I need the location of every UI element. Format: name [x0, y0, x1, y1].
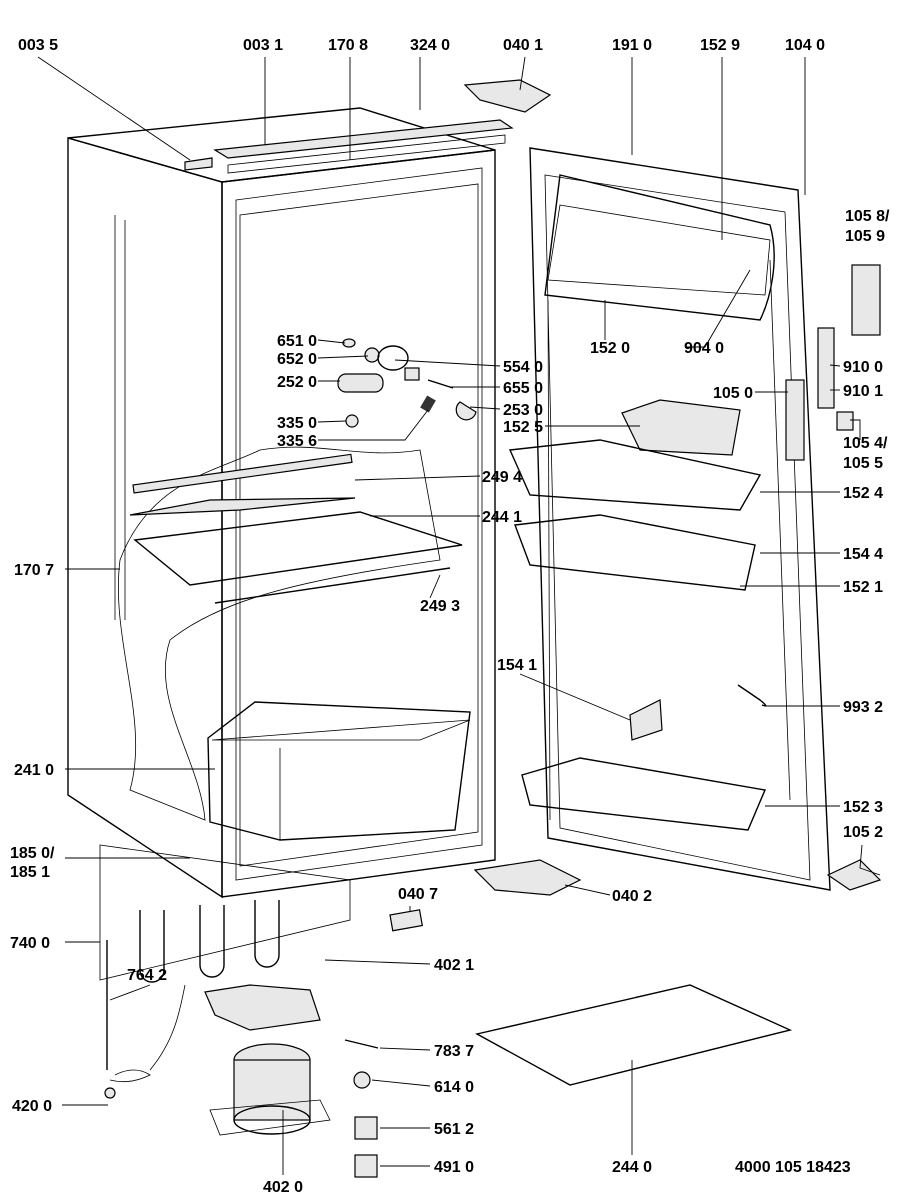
- leader-line: [850, 419, 861, 440]
- door: [508, 147, 831, 891]
- part-label: 253 0: [503, 402, 543, 419]
- part-label: 040 7: [398, 886, 438, 903]
- part-label: 105 0: [713, 385, 753, 402]
- part-label: 420 0: [12, 1098, 52, 1115]
- part-label: 651 0: [277, 333, 317, 350]
- part-label: 185 1: [10, 864, 50, 881]
- part-label: 655 0: [503, 380, 543, 397]
- leader-line: [519, 56, 526, 91]
- part-label: 241 0: [14, 762, 54, 779]
- part-label: 904 0: [684, 340, 724, 357]
- part-label: 154 1: [497, 657, 537, 674]
- leader-line: [109, 984, 151, 1001]
- drawing-number: 4000 105 18423: [735, 1159, 851, 1176]
- part-label: 244 0: [612, 1159, 652, 1176]
- part-label: 170 8: [328, 37, 368, 54]
- part-label: 244 1: [482, 509, 522, 526]
- part-label: 105 2: [843, 824, 883, 841]
- part-label: 003 5: [18, 37, 58, 54]
- part-label: 105 9: [845, 228, 885, 245]
- crisper-drawer: [207, 701, 471, 841]
- part-label: 993 2: [843, 699, 883, 716]
- top-rail: [184, 119, 514, 174]
- leader-line: [469, 406, 501, 410]
- part-label: 185 0/: [10, 845, 55, 862]
- part-label: 154 4: [843, 546, 883, 563]
- part-label: 252 0: [277, 374, 317, 391]
- leader-line: [317, 420, 347, 423]
- part-label: 170 7: [14, 562, 54, 579]
- leader-line: [394, 359, 501, 367]
- part-label: 554 0: [503, 359, 543, 376]
- part-labels: 003 5 003 1 170 8 324 0 040 1 191 0 152 9 104 0…: [10, 37, 890, 1196]
- part-label: 249 3: [420, 598, 460, 615]
- part-label: 152 3: [843, 799, 883, 816]
- part-label: 335 6: [277, 433, 317, 450]
- part-label: 105 8/: [845, 208, 890, 225]
- part-label: 614 0: [434, 1079, 474, 1096]
- part-label: 783 7: [434, 1043, 474, 1060]
- part-label: 191 0: [612, 37, 652, 54]
- part-label: 040 1: [503, 37, 543, 54]
- leader-line: [519, 673, 631, 721]
- leader-line: [564, 884, 611, 896]
- leader-line: [37, 56, 191, 161]
- part-label: 152 1: [843, 579, 883, 596]
- part-label: 652 0: [277, 351, 317, 368]
- leader-line: [371, 1079, 431, 1087]
- part-label: 152 9: [700, 37, 740, 54]
- leader-line: [429, 574, 441, 599]
- part-label: 764 2: [127, 967, 167, 984]
- part-label: 152 5: [503, 419, 543, 436]
- leader-line: [685, 269, 751, 348]
- leader-line: [859, 844, 881, 876]
- part-label: 105 4/: [843, 435, 888, 452]
- part-label: 402 0: [263, 1179, 303, 1196]
- part-label: 152 0: [590, 340, 630, 357]
- part-label: 003 1: [243, 37, 283, 54]
- part-label: 324 0: [410, 37, 450, 54]
- leader-line: [318, 409, 429, 441]
- lamp-assembly: [337, 338, 477, 428]
- leader-line: [317, 339, 346, 344]
- cabinet: [67, 107, 496, 899]
- part-label: 491 0: [434, 1159, 474, 1176]
- part-label: 402 1: [434, 957, 474, 974]
- leader-line: [324, 959, 431, 965]
- part-label: 040 2: [612, 888, 652, 905]
- part-label: 910 1: [843, 383, 883, 400]
- part-label: 105 5: [843, 455, 883, 472]
- leader-line: [317, 355, 369, 359]
- bottom-glass-plate: [475, 984, 793, 1086]
- part-label: 152 4: [843, 485, 883, 502]
- glass-shelf: [129, 453, 463, 604]
- part-label: 104 0: [785, 37, 825, 54]
- part-label: 910 0: [843, 359, 883, 376]
- leader-line: [379, 1047, 431, 1051]
- leader-lines: [37, 56, 881, 1175]
- leader-line: [354, 475, 481, 481]
- part-label: 740 0: [10, 935, 50, 952]
- hinges: [463, 79, 882, 896]
- part-label: 249 4: [482, 469, 522, 486]
- part-label: 561 2: [434, 1121, 474, 1138]
- condenser-and-compressor: [99, 844, 424, 1178]
- part-label: 335 0: [277, 415, 317, 432]
- leader-line: [829, 364, 841, 367]
